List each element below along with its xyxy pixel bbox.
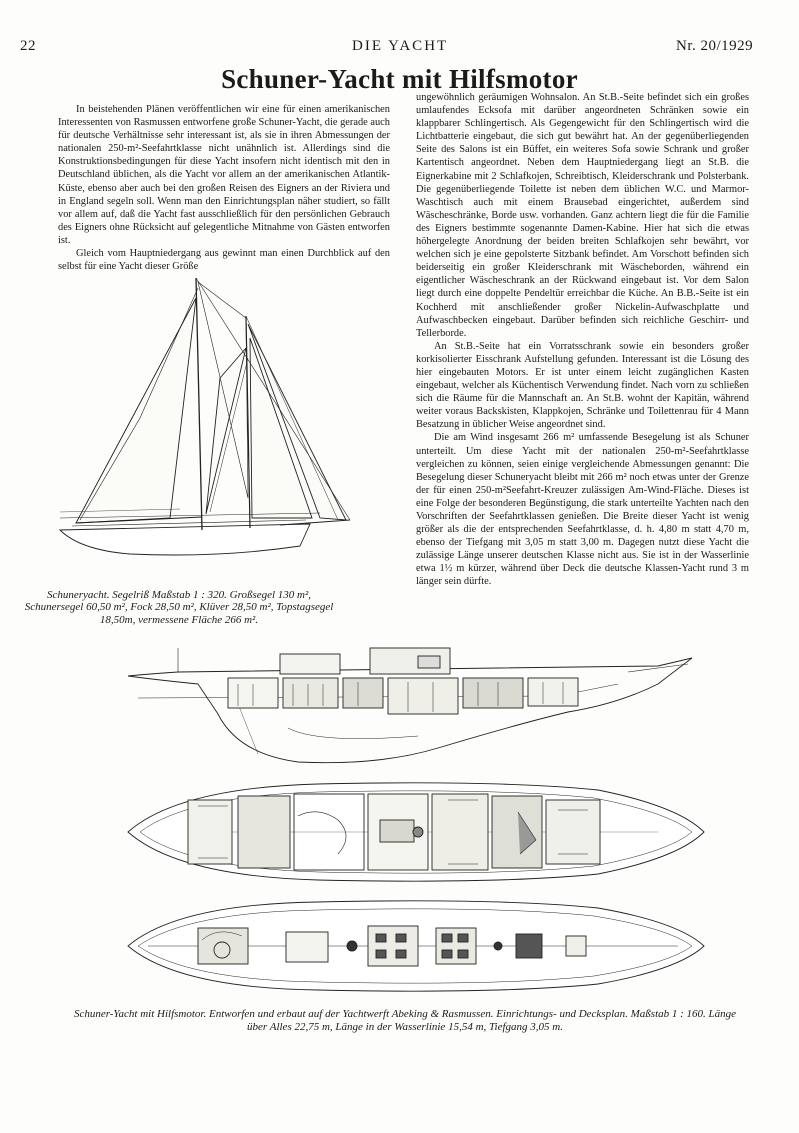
right-paragraph-2: An St.B.-Seite hat ein Vorratsschrank so…	[416, 340, 749, 431]
page-number: 22	[20, 38, 36, 54]
journal-title: DIE YACHT	[352, 38, 449, 54]
interior-layout-drawing	[127, 782, 705, 882]
right-paragraph-3: Die am Wind insgesamt 266 m² umfassende …	[416, 432, 749, 588]
right-column: ungewöhnlich geräumigen Wohnsalon. An St…	[416, 91, 749, 589]
sail-plan-caption: Schuneryacht. Segelriß Maßstab 1 : 320. …	[24, 589, 334, 626]
sail-plan-drawing	[58, 277, 351, 556]
right-paragraph-1: ungewöhnlich geräumigen Wohnsalon. An St…	[416, 92, 749, 339]
profile-section-drawing	[127, 647, 693, 764]
plans-caption: Schuner-Yacht mit Hilfsmotor. Entworfen …	[73, 1008, 737, 1033]
left-paragraph-1: In beistehenden Plänen veröffentlichen w…	[58, 104, 390, 246]
left-column: In beistehenden Plänen veröffentlichen w…	[58, 103, 390, 273]
article-title: Schuner-Yacht mit Hilfsmotor	[221, 64, 578, 94]
deck-plan-drawing	[127, 900, 705, 992]
issue-number: Nr. 20/1929	[676, 38, 754, 54]
left-paragraph-2: Gleich vom Hauptniedergang aus gewinnt m…	[58, 248, 390, 273]
